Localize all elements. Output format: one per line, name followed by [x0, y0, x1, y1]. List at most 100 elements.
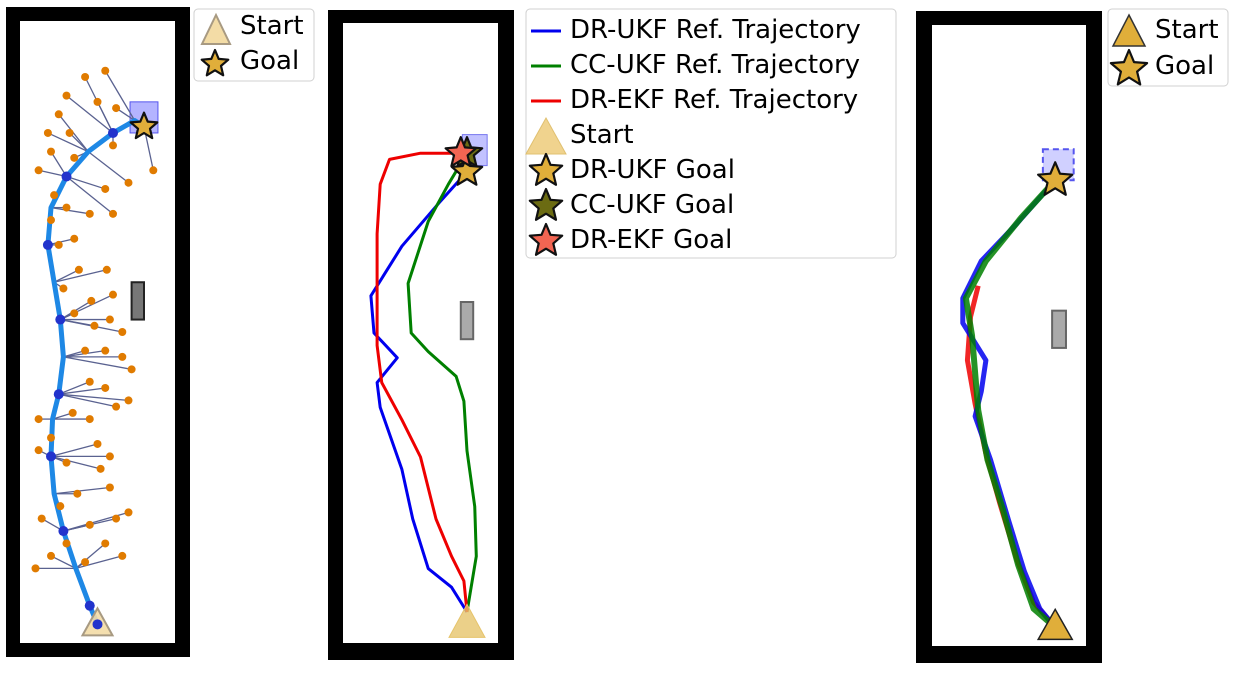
tree-node — [112, 104, 121, 113]
path-node — [61, 171, 72, 182]
legend-1-label-goal: Goal — [240, 46, 299, 76]
tree-node — [34, 166, 43, 175]
tree-node — [34, 446, 43, 455]
tree-node — [118, 551, 127, 560]
goal-marker — [129, 111, 159, 140]
tree-node — [101, 346, 110, 355]
dr_ukf-trajectory — [369, 170, 469, 613]
obstacle — [130, 281, 146, 321]
legend-2-label-dr-ekf-goal: DR-EKF Goal — [570, 225, 732, 255]
tree-edge — [75, 542, 106, 569]
tree-node — [105, 452, 114, 461]
tree-node — [68, 408, 77, 417]
legend-2-label-cc-ukf: CC-UKF Ref. Trajectory — [570, 50, 860, 80]
tree-node — [37, 514, 46, 523]
tree-node — [105, 315, 114, 324]
legend-2-label-dr-ukf-goal: DR-UKF Goal — [570, 155, 735, 185]
planned-path — [45, 118, 147, 627]
start-marker — [448, 603, 486, 638]
tree-edge — [66, 175, 106, 190]
path-node — [55, 314, 66, 325]
tree-node — [101, 383, 110, 392]
panel-tree-planner — [6, 7, 190, 657]
tree-node — [109, 141, 117, 150]
path-node — [84, 600, 95, 611]
tree-node — [105, 483, 114, 492]
legend-2-label-dr-ekf: DR-EKF Ref. Trajectory — [570, 85, 858, 115]
tree-node — [96, 464, 105, 473]
obstacle — [459, 301, 475, 341]
cc-ukf-goal-legend-icon — [528, 187, 564, 221]
tree-edge — [75, 555, 123, 569]
tree-edge — [53, 269, 107, 283]
start-legend-icon-3 — [1111, 13, 1147, 47]
tree-edge — [50, 455, 101, 470]
dr-ukf-goal-legend-icon — [528, 152, 564, 186]
tree-edge — [50, 555, 77, 569]
dr_ukf-executed-trajectory — [960, 178, 1058, 629]
tree-node — [118, 352, 127, 361]
tree-node — [109, 209, 117, 218]
start-legend-icon — [200, 12, 232, 45]
cc_ukf-executed-trajectory — [962, 178, 1058, 630]
path-node — [108, 127, 118, 138]
tree-node — [31, 564, 40, 573]
tree-node — [87, 296, 96, 305]
tree-node — [124, 178, 133, 187]
tree-node — [62, 203, 71, 212]
tree-node — [81, 72, 90, 81]
tree-node — [93, 97, 102, 106]
tree-edge — [58, 393, 129, 402]
dr-ukf-goal-marker — [450, 154, 484, 186]
obstacle — [1051, 309, 1067, 349]
start-node — [92, 619, 103, 630]
tree-node — [62, 539, 71, 548]
tree-node — [43, 128, 52, 137]
tree-node — [59, 284, 68, 293]
legend-panel-3: Start Goal — [1107, 8, 1229, 87]
tree-node — [101, 184, 110, 193]
goal-marker — [1036, 161, 1074, 196]
tree-node — [101, 539, 110, 548]
tree-node — [47, 551, 55, 560]
tree-edge — [50, 206, 90, 215]
tree-node — [124, 396, 133, 405]
panel-executed-trajectories — [916, 11, 1102, 663]
goal-legend-icon — [200, 48, 230, 77]
tree-edge — [54, 486, 110, 495]
dr-ekf-goal-marker — [444, 136, 478, 168]
tree-node — [102, 265, 111, 274]
legend-1-label-start: Start — [240, 11, 304, 41]
start-marker — [1036, 607, 1074, 641]
tree-edge — [60, 294, 114, 321]
tree-node — [85, 377, 94, 386]
dr-ukf-goal-legend-star — [528, 152, 564, 186]
tree-edge — [87, 151, 129, 184]
legend-2-label-cc-ukf-goal: CC-UKF Goal — [570, 190, 734, 220]
tree-node — [81, 558, 90, 567]
goal-legend-icon-3 — [1109, 48, 1149, 86]
path-node — [42, 239, 53, 250]
tree-node — [62, 458, 71, 467]
tree-node — [70, 309, 79, 318]
tree-edge — [58, 393, 117, 408]
tree-node — [149, 166, 158, 175]
tree-node — [85, 415, 94, 424]
tree-edge — [58, 381, 90, 395]
tree-node — [47, 147, 55, 156]
tree-node — [109, 290, 117, 299]
legend-3-label-start: Start — [1155, 15, 1219, 45]
dr-ekf-goal-legend-icon — [528, 222, 564, 256]
tree-node — [54, 110, 63, 119]
tree-node — [74, 265, 83, 274]
tree-node — [54, 240, 63, 249]
path-node — [58, 526, 69, 537]
path-node — [53, 389, 64, 400]
tree-node — [73, 489, 82, 498]
legend-panel-2: DR-UKF Ref. Trajectory CC-UKF Ref. Traje… — [525, 8, 897, 259]
tree-edge — [47, 132, 89, 153]
cc_ukf-trajectory — [406, 152, 478, 613]
tree-node — [81, 346, 90, 355]
tree-node — [50, 191, 59, 200]
goal-legend-star — [200, 48, 230, 77]
